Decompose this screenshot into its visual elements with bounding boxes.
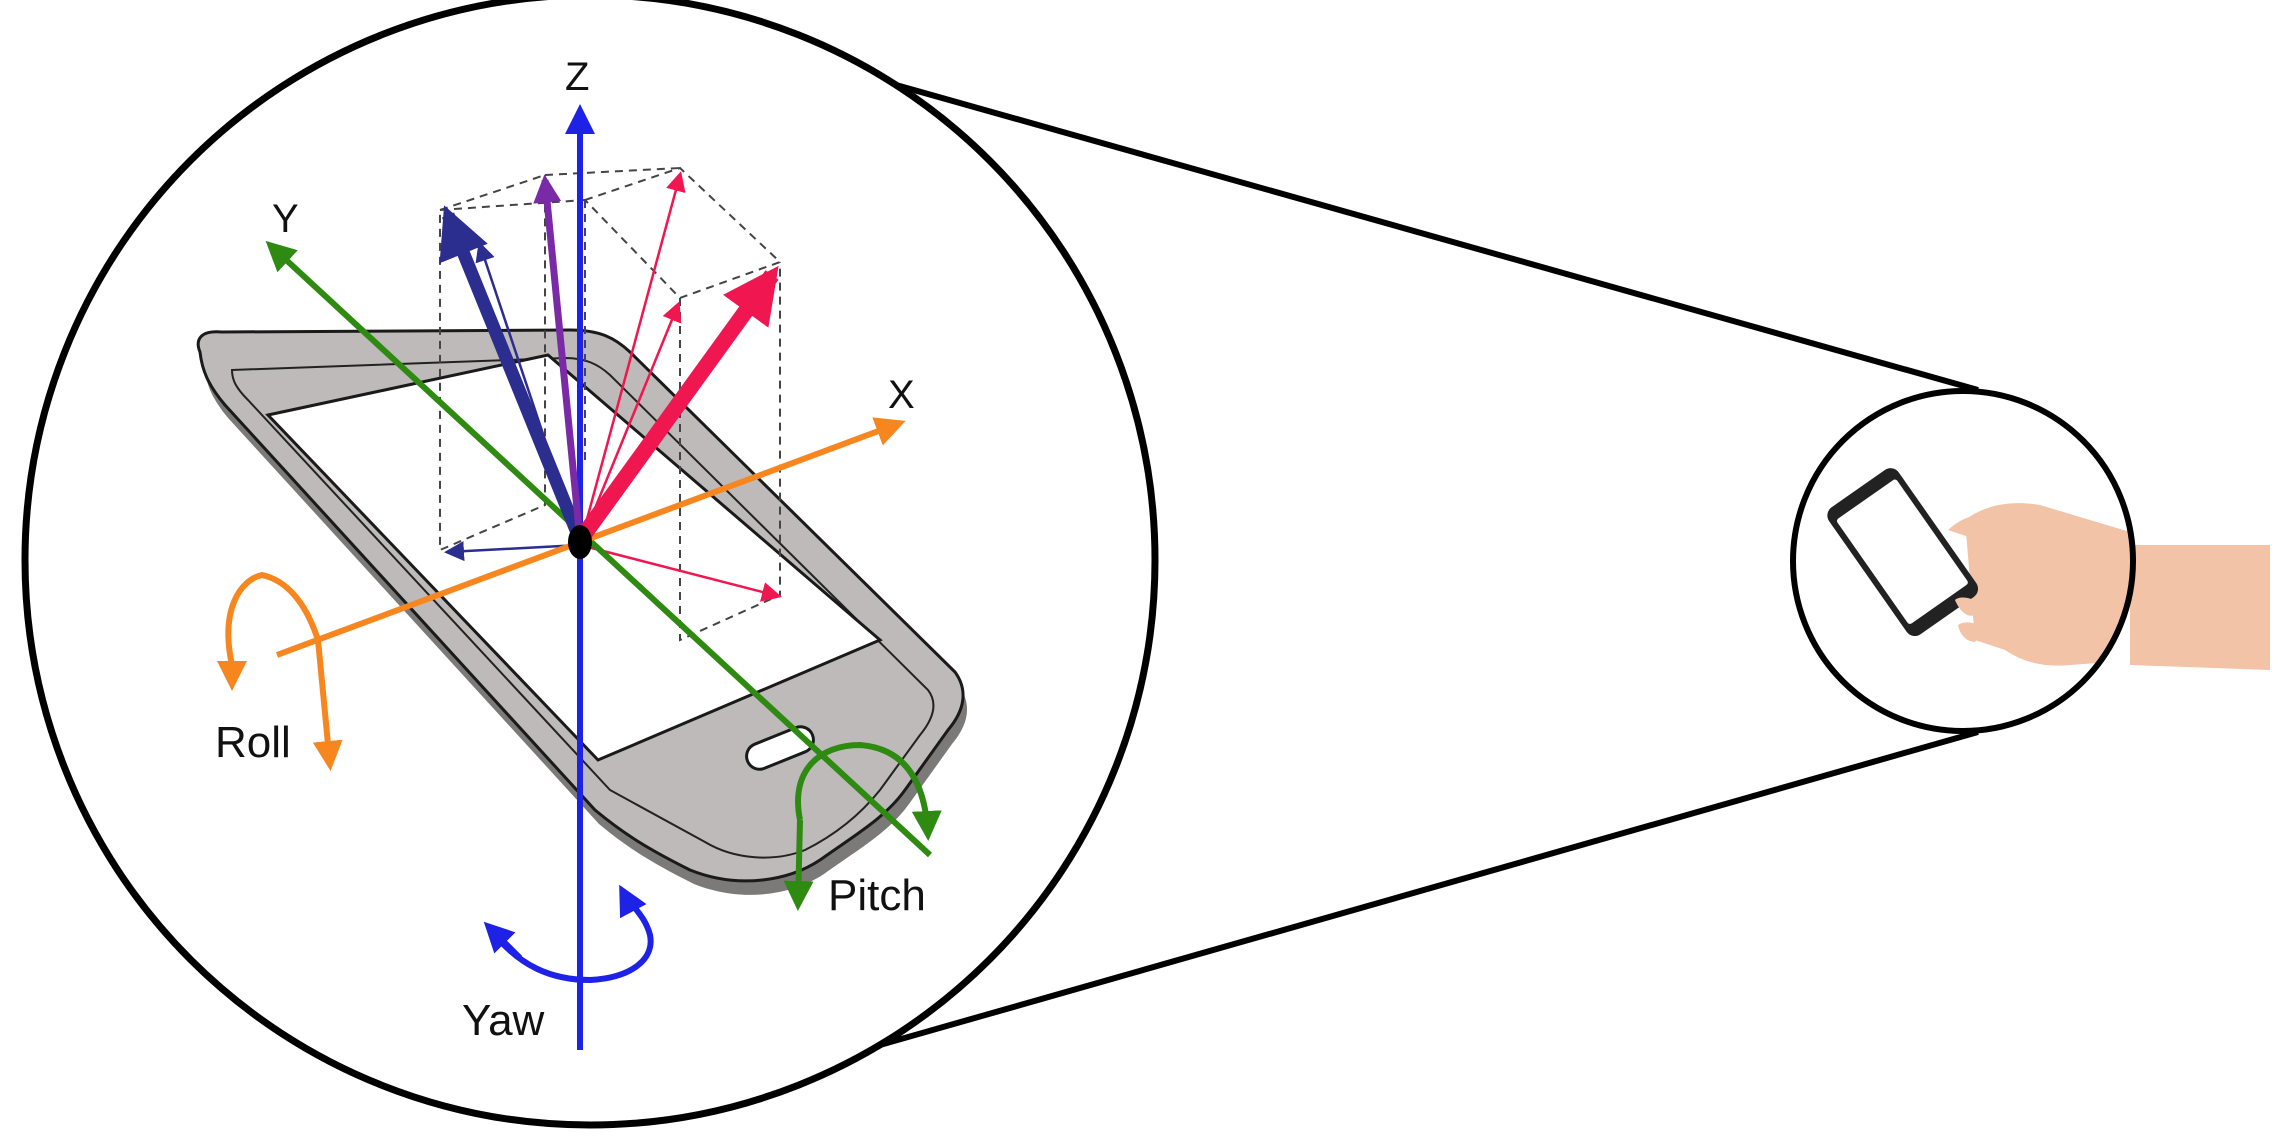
red-resultant-vector	[573, 265, 779, 545]
y-axis-label: Y	[272, 197, 299, 241]
pitch-rotation-arrow	[783, 741, 942, 911]
yaw-rotation-arrow	[483, 884, 654, 984]
navy-component-x	[444, 541, 581, 562]
hand-fingers	[1948, 515, 1997, 642]
roll-label: Roll	[215, 718, 291, 767]
vector-projection-box-right	[583, 166, 782, 642]
zoom-connector-top	[849, 69, 1979, 393]
inset-hand-view	[1790, 388, 2270, 734]
arm-outside	[2130, 545, 2270, 670]
z-axis-label: Z	[565, 55, 589, 99]
origin-point	[568, 525, 592, 559]
vector-projection-box-left	[439, 167, 681, 552]
phone-bezel-inner	[230, 356, 935, 859]
red-component-down	[579, 543, 782, 602]
inset-phone	[1827, 468, 1979, 637]
x-axis-label: X	[888, 373, 915, 417]
navy-resultant-vector	[439, 205, 587, 543]
yaw-label: Yaw	[462, 996, 545, 1045]
hand-arm	[1965, 503, 2133, 666]
roll-rotation-arrow	[217, 571, 343, 771]
red-component-up	[578, 171, 686, 546]
pitch-label: Pitch	[828, 871, 926, 920]
purple-resultant-vector	[533, 174, 584, 541]
zoom-connector-bottom	[879, 729, 1979, 1048]
phone-screen	[265, 353, 883, 762]
phone-home-button	[745, 725, 815, 771]
